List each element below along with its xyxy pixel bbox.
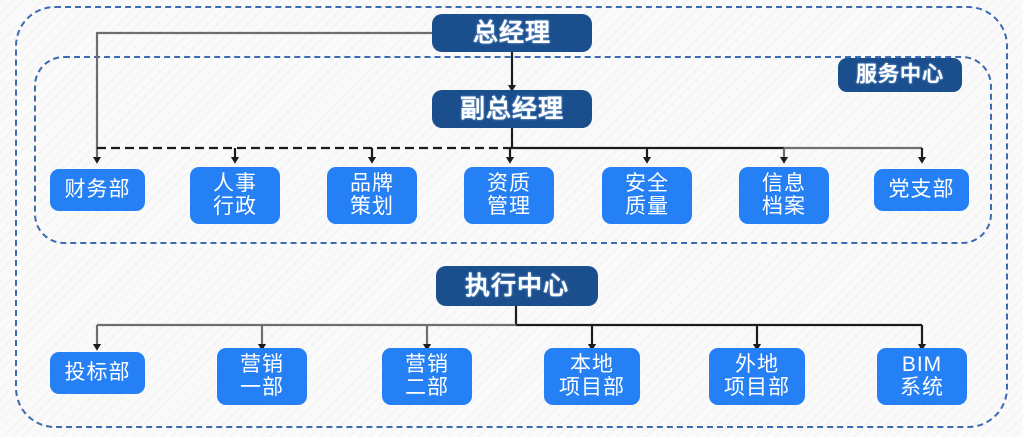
node-information-archives-department[interactable]: 信息 档案: [739, 167, 829, 224]
node-line: 营销: [405, 352, 449, 376]
node-brand-planning-department[interactable]: 品牌 策划: [327, 167, 417, 224]
node-line: 行政: [213, 194, 257, 218]
node-finance-department[interactable]: 财务部: [50, 169, 145, 211]
node-marketing-department-2[interactable]: 营销 二部: [382, 348, 472, 405]
node-line: 外地: [735, 352, 779, 376]
node-line: 人事: [213, 171, 257, 195]
node-line: 服务中心: [856, 62, 944, 86]
node-line: 品牌: [350, 171, 394, 195]
node-local-project-department[interactable]: 本地 项目部: [544, 348, 640, 405]
node-line: 项目部: [559, 375, 625, 399]
node-line: 质量: [625, 194, 669, 218]
node-bidding-department[interactable]: 投标部: [50, 352, 145, 394]
node-party-branch[interactable]: 党支部: [874, 169, 969, 211]
node-line: BIM: [901, 352, 943, 376]
node-line: 执行中心: [464, 271, 569, 300]
node-remote-project-department[interactable]: 外地 项目部: [709, 348, 805, 405]
node-line: 安全: [625, 171, 669, 195]
node-line: 财务部: [64, 177, 131, 201]
node-bim-system[interactable]: BIM 系统: [877, 348, 967, 405]
node-line: 项目部: [724, 375, 790, 399]
node-line: 资质: [487, 171, 531, 195]
node-line: 档案: [762, 194, 806, 218]
node-line: 系统: [900, 375, 944, 399]
node-line: 策划: [350, 194, 394, 218]
node-line: 一部: [240, 375, 284, 399]
node-line: 营销: [240, 352, 284, 376]
node-safety-quality-department[interactable]: 安全 质量: [602, 167, 692, 224]
node-execution-center[interactable]: 执行中心: [436, 266, 598, 306]
node-line: 管理: [487, 194, 531, 218]
node-line: 副总经理: [459, 94, 564, 123]
label-service-center[interactable]: 服务中心: [838, 58, 962, 92]
node-line: 党支部: [888, 177, 955, 201]
node-hr-admin-department[interactable]: 人事 行政: [190, 167, 280, 224]
node-deputy-general-manager[interactable]: 副总经理: [432, 90, 592, 128]
node-general-manager[interactable]: 总经理: [432, 14, 592, 52]
node-line: 本地: [570, 352, 614, 376]
node-line: 总经理: [472, 18, 551, 47]
node-qualification-management-department[interactable]: 资质 管理: [464, 167, 554, 224]
node-line: 投标部: [64, 360, 131, 384]
node-line: 二部: [405, 375, 449, 399]
node-marketing-department-1[interactable]: 营销 一部: [217, 348, 307, 405]
outer-dashed-boundary: [15, 6, 1008, 428]
node-line: 信息: [762, 171, 806, 195]
